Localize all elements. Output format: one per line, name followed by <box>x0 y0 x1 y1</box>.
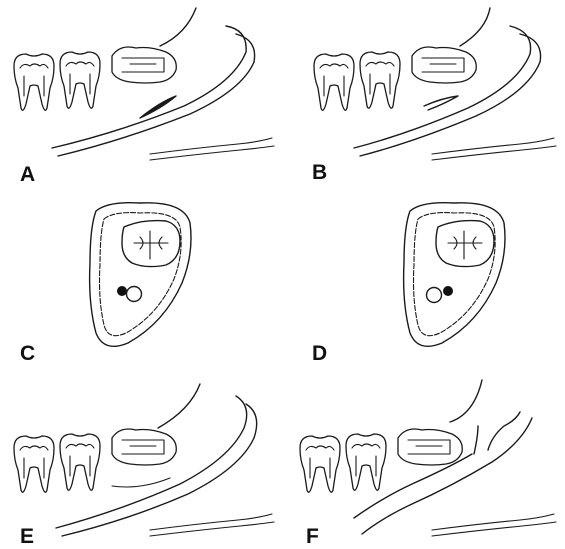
panel-a: A <box>0 0 282 183</box>
molar-1 <box>314 54 354 110</box>
jaw-lower-border-2 <box>432 522 556 536</box>
panel-a-drawing <box>0 0 282 183</box>
panel-label: A <box>20 164 35 185</box>
canal-branch-left <box>474 426 478 454</box>
panel-label: B <box>312 162 327 183</box>
ramus-outline <box>158 384 200 428</box>
molar-1 <box>300 436 340 492</box>
panel-e-drawing <box>0 366 282 549</box>
panel-e: E <box>0 366 282 549</box>
panel-d: D <box>282 183 564 366</box>
third-molar <box>398 429 462 465</box>
jaw-lower-border <box>432 138 554 154</box>
third-molar <box>112 47 176 83</box>
panel-f-drawing <box>282 366 564 549</box>
jaw-lower-border-2 <box>150 522 274 536</box>
root-contact <box>112 478 170 487</box>
panel-b-drawing <box>282 0 564 183</box>
tooth-crown <box>436 221 494 267</box>
panel-label: E <box>20 526 34 547</box>
jaw-lower-border <box>150 514 272 530</box>
molar-2 <box>60 434 100 490</box>
nerve-dot <box>117 286 127 296</box>
molar-2 <box>346 434 386 490</box>
ramus-outline <box>160 8 196 46</box>
third-molar <box>112 429 176 465</box>
root-circle <box>127 287 142 302</box>
panel-b: B <box>282 0 564 183</box>
jaw-lower-border-2 <box>150 146 274 160</box>
panel-label: F <box>306 526 319 547</box>
molar-1 <box>14 54 54 110</box>
panel-c: C <box>0 183 282 366</box>
mandible-cross-section-inner <box>100 213 182 336</box>
tooth-cusp-cross <box>134 231 168 259</box>
root-notch <box>424 96 458 110</box>
tooth-cusp-cross <box>448 231 482 259</box>
panel-label: D <box>312 343 327 364</box>
jaw-lower-border-2 <box>432 146 556 160</box>
panel-c-drawing <box>0 183 282 366</box>
panel-d-drawing <box>282 183 564 366</box>
third-molar <box>412 47 476 83</box>
nerve-dot <box>443 286 453 296</box>
panel-f: F <box>282 366 564 549</box>
molar-2 <box>360 52 400 108</box>
jaw-lower-border <box>432 514 554 530</box>
root-circle <box>427 288 442 303</box>
jaw-lower-border <box>150 138 272 154</box>
ramus-outline <box>460 8 490 46</box>
canal-branch-right <box>488 412 520 450</box>
molar-2 <box>60 52 100 108</box>
tooth-crown <box>122 221 180 267</box>
molar-1 <box>14 436 54 492</box>
ramus-outline <box>450 380 482 422</box>
root-canal-overlap <box>140 96 176 118</box>
panel-label: C <box>20 343 35 364</box>
mandible-cross-section-inner <box>414 213 496 336</box>
